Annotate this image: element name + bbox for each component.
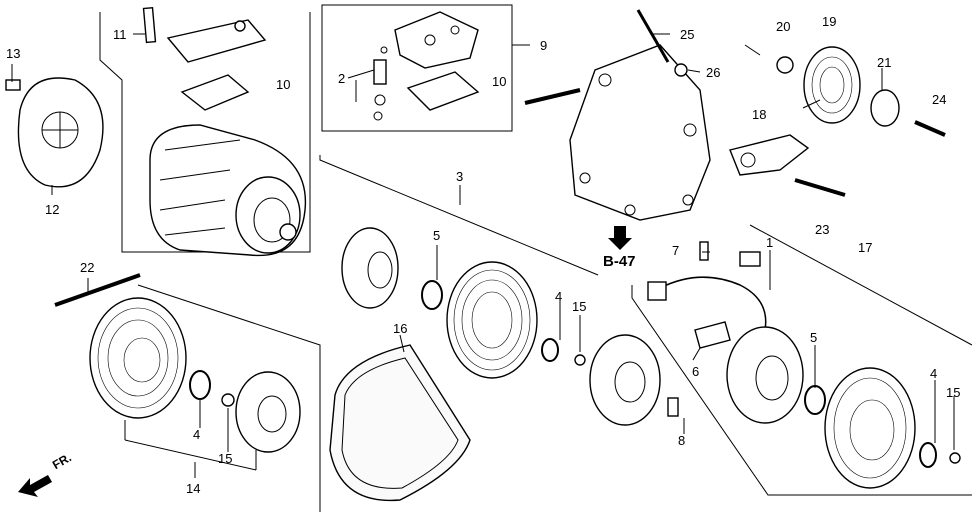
callout-4: 4: [193, 427, 201, 442]
drive-belt: [329, 344, 471, 502]
callout-17: 17: [858, 240, 873, 255]
shim-4c: [189, 370, 211, 400]
callout-6: 6: [692, 364, 700, 379]
nut-26: [674, 63, 688, 77]
pulley-14: [89, 297, 187, 419]
group-box-compressor: [99, 12, 311, 253]
callout-5: 5: [433, 228, 441, 243]
wire-harness-1: [647, 251, 767, 331]
gasket-10b: [406, 71, 480, 111]
callout-26: 26: [706, 65, 721, 80]
callout-15: 15: [218, 451, 233, 466]
bolt-7: [699, 241, 709, 261]
clip-6: [694, 321, 731, 349]
callout-7: 7: [672, 243, 680, 258]
callout-25: 25: [680, 27, 695, 42]
bolt-25: [636, 9, 670, 63]
snap-ring-5a: [421, 280, 443, 310]
valve-cover-plate: [142, 6, 267, 63]
reference-label-b47: B-47: [603, 253, 636, 270]
shim-4a: [541, 338, 559, 362]
callout-13: 13: [6, 46, 21, 61]
callout-24: 24: [932, 92, 947, 107]
callout-10: 10: [492, 74, 507, 89]
callout-14: 14: [186, 481, 201, 496]
washer-15a: [574, 354, 586, 366]
shim-4b: [919, 442, 937, 468]
callout-15: 15: [572, 299, 587, 314]
field-coil-17: [726, 326, 804, 424]
compressor-bracket: [569, 44, 711, 221]
callout-16: 16: [393, 321, 408, 336]
gasket-10a: [180, 74, 250, 111]
callout-11: 11: [113, 27, 127, 42]
washer-15c: [221, 393, 235, 407]
leader-lines: [11, 33, 955, 478]
callout-2: 2: [338, 71, 346, 86]
callout-20: 20: [776, 19, 791, 34]
callout-8: 8: [678, 433, 686, 448]
callout-1: 1: [766, 235, 774, 250]
bolt-22: [54, 273, 141, 307]
armature-plate-3: [589, 334, 661, 426]
callout-9: 9: [540, 38, 548, 53]
bolt-24: [914, 120, 946, 137]
clutch-dust-cover: [5, 77, 104, 188]
group-box-9: [321, 4, 513, 132]
idler-pulley-bracket: [729, 134, 810, 176]
washer-15b: [949, 452, 961, 464]
callout-12: 12: [45, 202, 60, 217]
drive-belt-inner: [341, 357, 459, 489]
idler-pulley-19: [803, 46, 861, 124]
callout-22: 22: [80, 260, 95, 275]
armature-plate-14: [235, 371, 301, 453]
callout-15: 15: [946, 385, 961, 400]
spacer-21: [870, 89, 900, 127]
callout-23: 23: [815, 222, 830, 237]
callout-19: 19: [822, 14, 837, 29]
valve-head-cover: [394, 11, 479, 69]
group-box-17: [631, 285, 972, 496]
callout-10: 10: [276, 77, 291, 92]
bolt-bracket: [524, 88, 581, 105]
pulley-17: [824, 367, 916, 489]
idler-adjust-bolt: [794, 178, 846, 197]
callout-3: 3: [456, 169, 464, 184]
ac-compressor: [149, 124, 307, 257]
callout-18: 18: [752, 107, 767, 122]
relief-valve: [373, 46, 388, 121]
snap-ring-5b: [804, 385, 826, 415]
callout-4: 4: [555, 289, 563, 304]
callout-21: 21: [877, 55, 892, 70]
pulley-3: [446, 261, 538, 379]
callout-4: 4: [930, 366, 938, 381]
group-box-14: [137, 284, 321, 512]
group-box-3: [319, 155, 599, 276]
field-coil-3: [341, 227, 399, 309]
callout-5: 5: [810, 330, 818, 345]
nut-20: [776, 56, 794, 74]
bolt-8: [667, 397, 679, 417]
front-arrow-icon: [18, 475, 52, 497]
down-arrow-icon: [608, 226, 632, 250]
group-box-17-top: [749, 224, 972, 346]
